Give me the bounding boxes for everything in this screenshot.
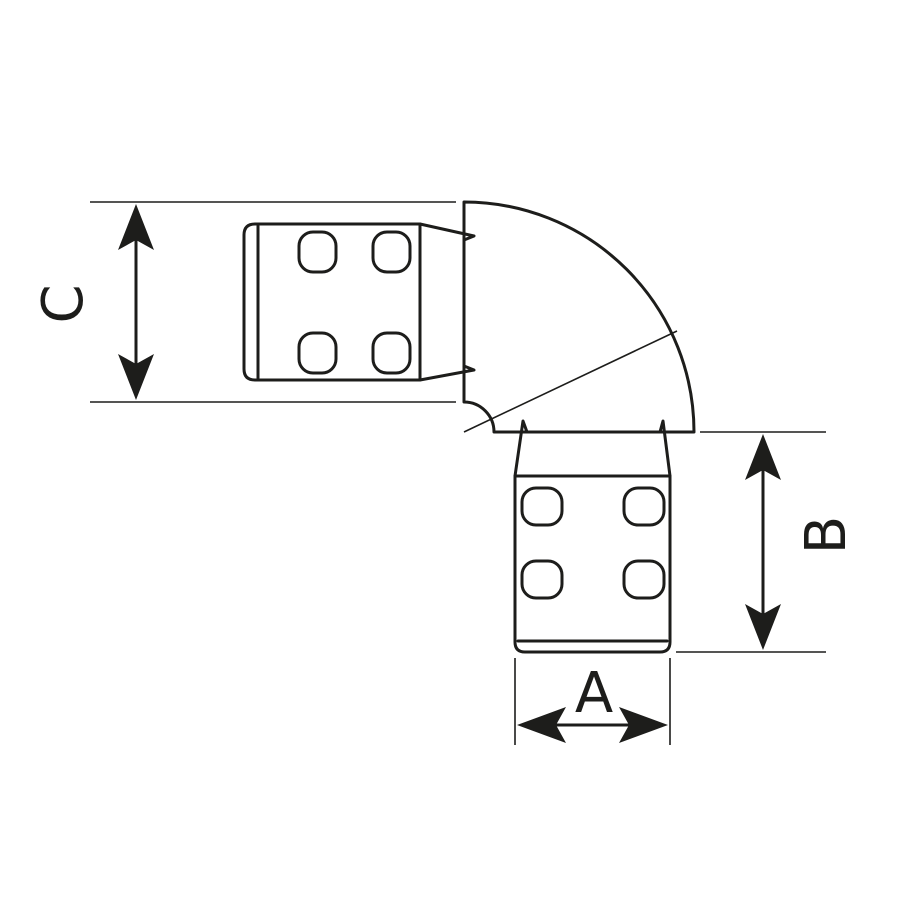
bottom-connector (513, 419, 672, 654)
left-connector-tab-bottom (418, 364, 476, 382)
slot-hole (622, 559, 666, 600)
left-connector-tab-top (418, 222, 476, 242)
arrowhead (517, 707, 566, 743)
bottom-connector-body (513, 474, 672, 654)
arrowhead (118, 354, 154, 400)
elbow-body (462, 200, 696, 434)
dimension-label-c: C (31, 284, 96, 323)
slot-hole (297, 230, 338, 274)
left-connector-body (242, 222, 422, 382)
slot-hole (371, 230, 412, 274)
arrowhead (745, 604, 781, 650)
elbow-bend (462, 200, 696, 434)
slot-hole (371, 331, 412, 375)
arrowhead (745, 434, 781, 480)
dimension-b: B (676, 431, 859, 653)
bottom-connector-tab-left (513, 419, 529, 478)
bottom-connector-tab-right (658, 419, 672, 478)
slot-hole (520, 486, 564, 527)
slot-hole (297, 331, 338, 375)
dimension-a: A (514, 658, 671, 745)
radius-line (463, 330, 678, 433)
dimension-label-b: B (794, 516, 859, 554)
dimension-label-a: A (575, 661, 613, 726)
arrowhead (118, 204, 154, 250)
dimension-c: C (31, 201, 456, 403)
arrowhead (619, 707, 668, 743)
slot-hole (622, 486, 666, 527)
slot-hole (520, 559, 564, 600)
left-connector (242, 222, 476, 382)
